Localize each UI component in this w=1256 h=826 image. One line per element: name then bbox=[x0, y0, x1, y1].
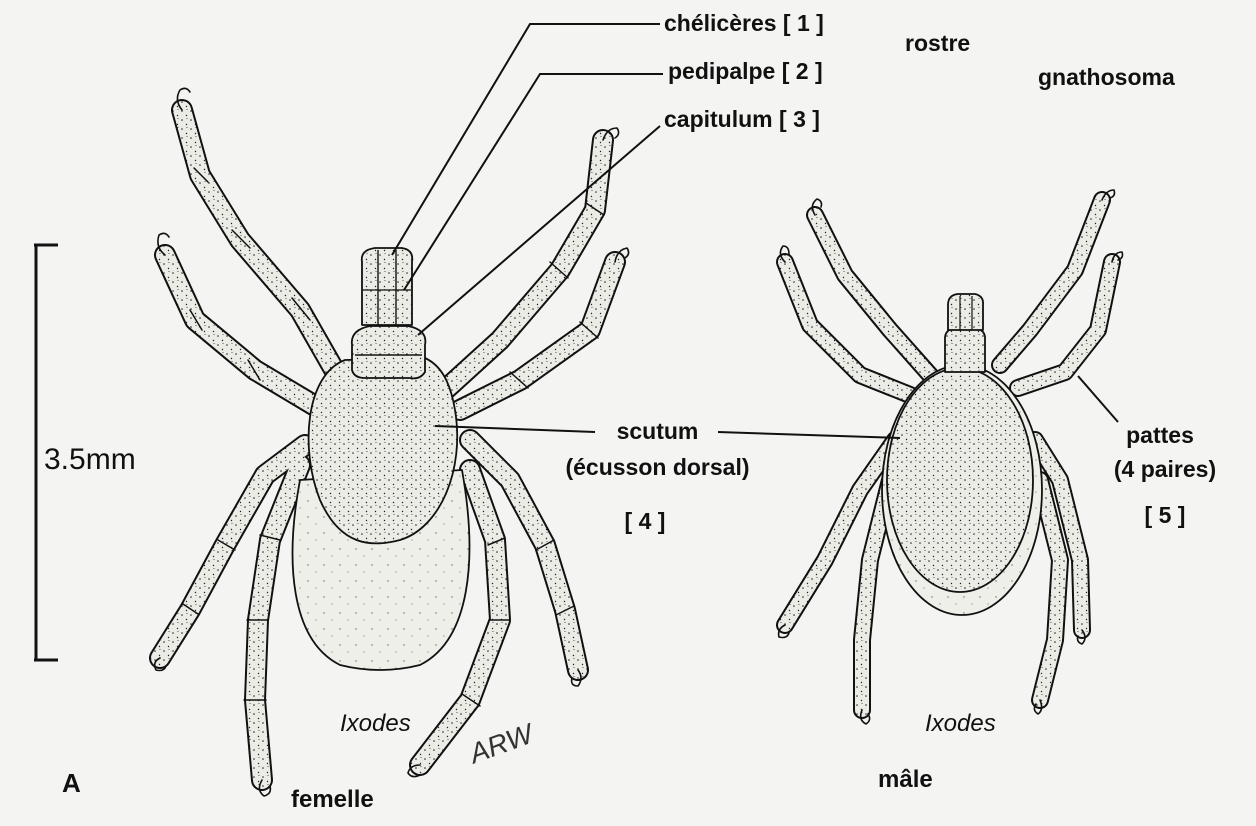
label-male-genus: Ixodes bbox=[925, 712, 996, 736]
label-chelicerae: chélicères [ 1 ] bbox=[664, 12, 824, 35]
label-gnathosoma: gnathosoma bbox=[1038, 66, 1175, 89]
leader-lines bbox=[392, 24, 1118, 438]
label-capitulum: capitulum [ 3 ] bbox=[664, 108, 820, 131]
label-pedipalp: pedipalpe [ 2 ] bbox=[668, 60, 823, 83]
label-legs-description: (4 paires) bbox=[1090, 458, 1240, 481]
label-legs: pattes bbox=[1095, 424, 1225, 447]
label-scutum-description: (écusson dorsal) bbox=[530, 456, 785, 479]
label-legs-number: [ 5 ] bbox=[1115, 504, 1215, 527]
label-chelicerae-number: [ 1 ] bbox=[783, 10, 824, 36]
label-pedipalp-number: [ 2 ] bbox=[782, 58, 823, 84]
leader-legs bbox=[1078, 376, 1118, 422]
label-female: femelle bbox=[291, 788, 374, 812]
label-male: mâle bbox=[878, 768, 933, 792]
scale-label: 3.5mm bbox=[44, 445, 136, 475]
label-scutum-number: [ 4 ] bbox=[590, 510, 700, 533]
male-tick bbox=[779, 190, 1123, 724]
label-scutum: scutum bbox=[540, 420, 775, 443]
female-palps bbox=[362, 248, 413, 325]
label-female-genus: Ixodes bbox=[340, 712, 411, 736]
panel-label: A bbox=[62, 770, 81, 796]
label-capitulum-number: [ 3 ] bbox=[779, 106, 820, 132]
leader-chelicerae bbox=[392, 24, 660, 255]
female-capitulum bbox=[352, 326, 426, 378]
male-capitulum bbox=[945, 328, 985, 372]
male-scutum bbox=[887, 368, 1033, 592]
label-rostre: rostre bbox=[905, 32, 970, 55]
male-palps bbox=[948, 294, 983, 330]
